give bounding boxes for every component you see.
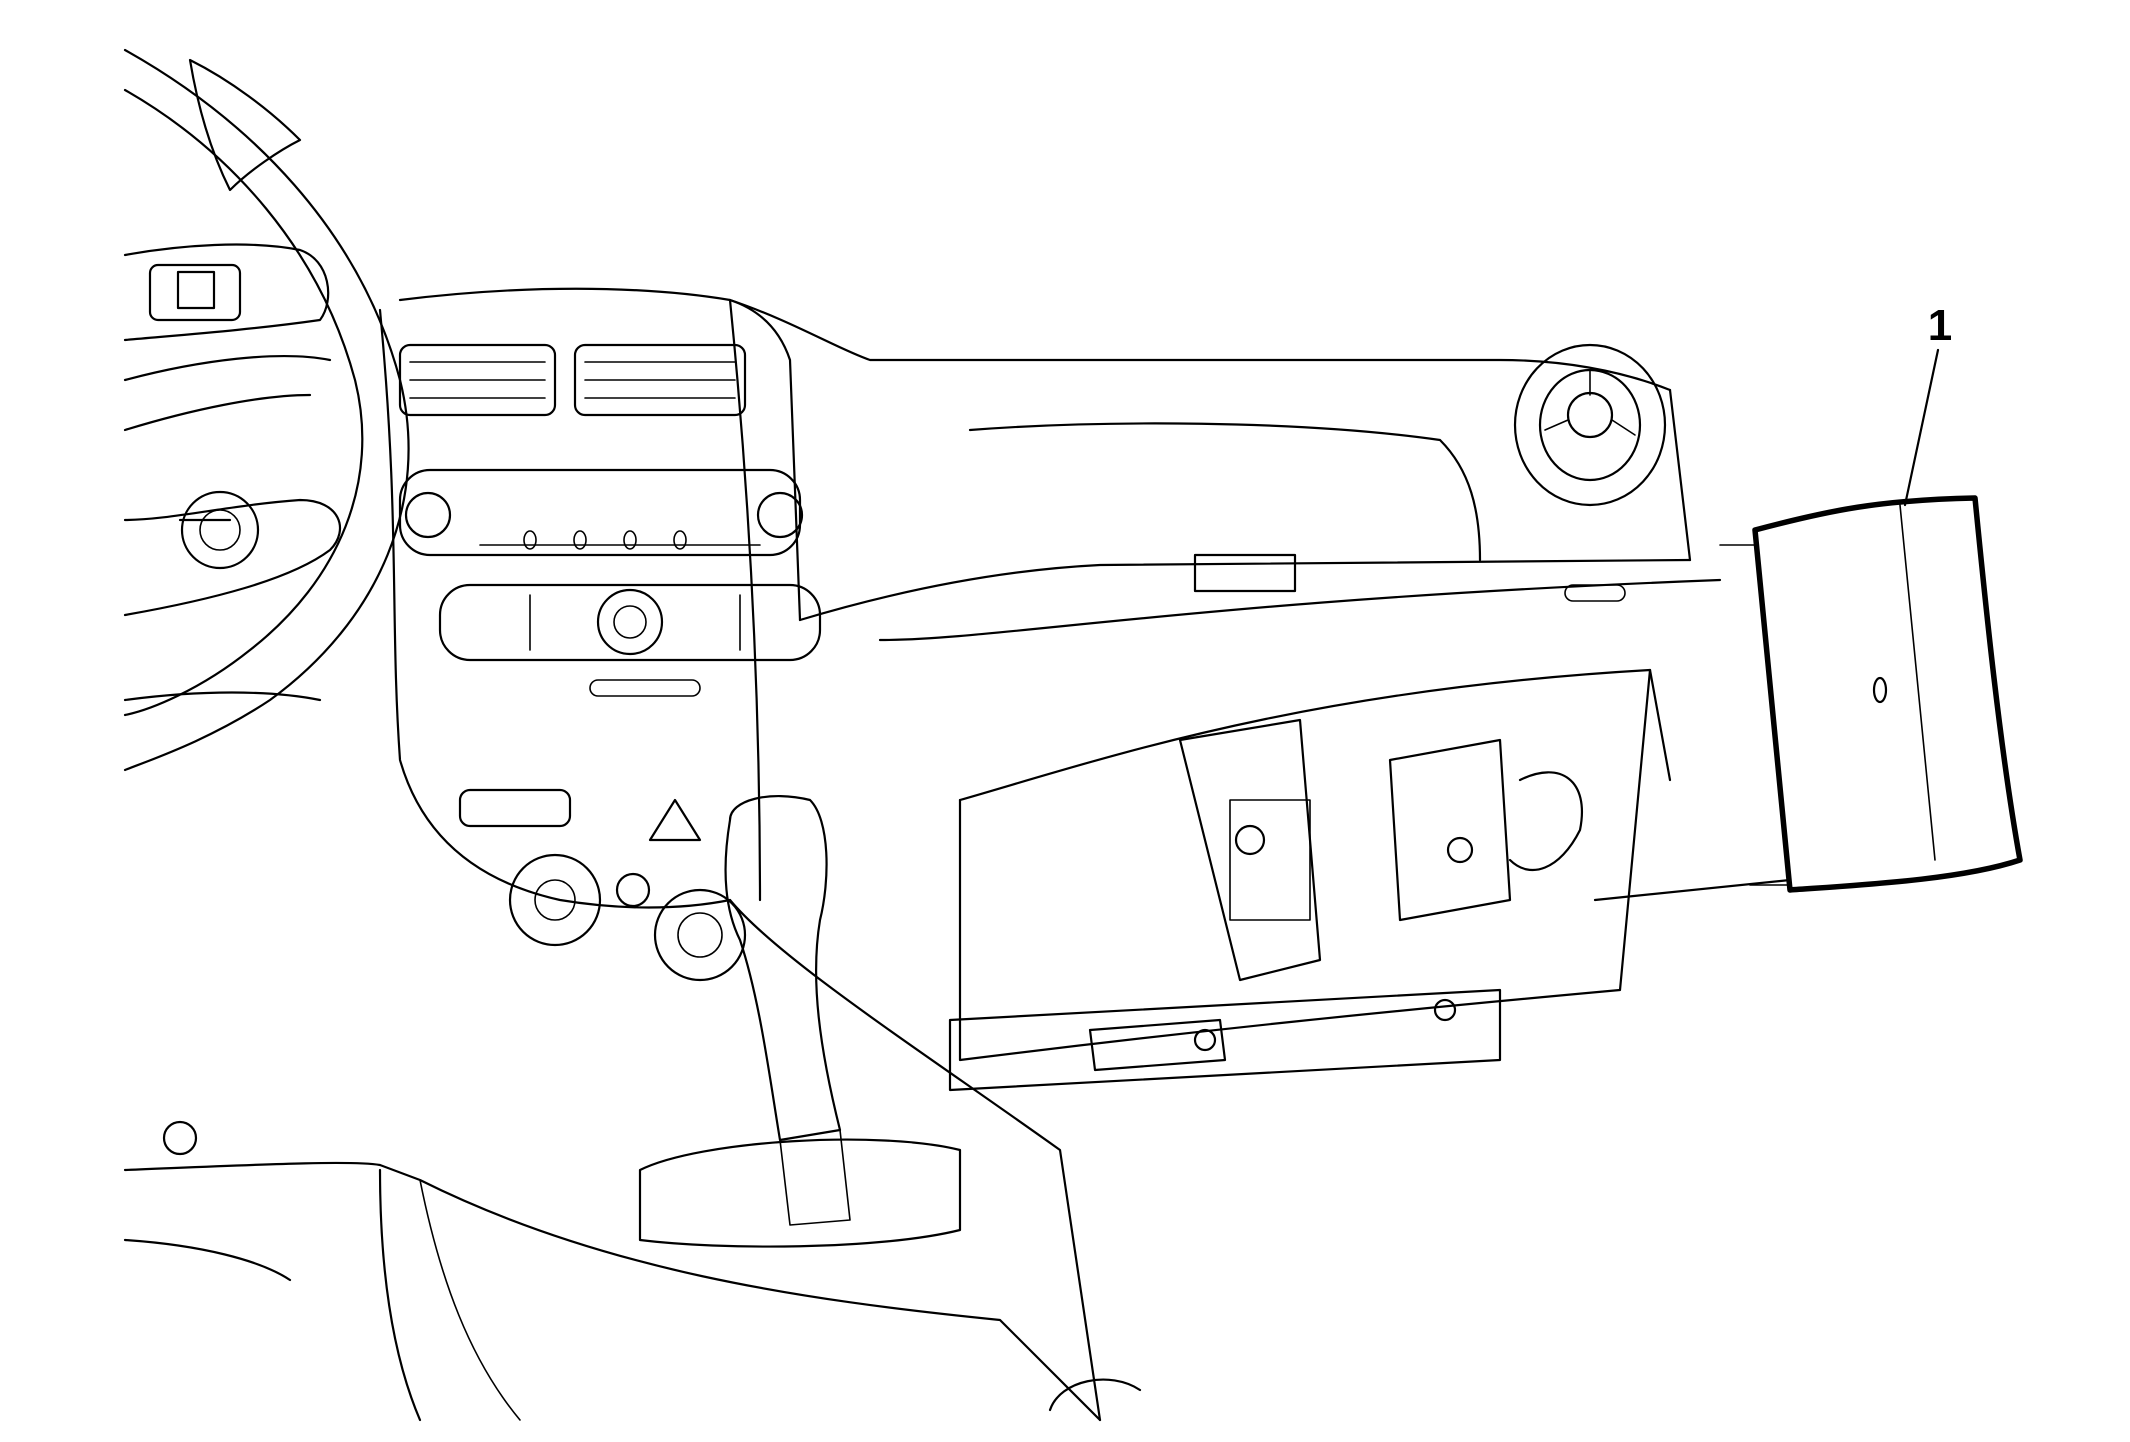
callout-1: 1	[1903, 301, 1952, 507]
gear-shifter	[638, 794, 962, 1248]
center-stack	[378, 298, 822, 909]
radio-unit	[398, 468, 804, 557]
passenger-dash-panel	[878, 422, 1722, 642]
callout-1-leader	[1903, 348, 1940, 507]
glove-box-latch-hole	[1872, 676, 1888, 704]
hvac-control-panel	[438, 583, 822, 662]
glove-box-door	[1593, 495, 2023, 902]
air-vent-passenger	[1513, 343, 1667, 507]
glove-box-opening	[958, 668, 1672, 1062]
air-vent-center	[573, 343, 747, 417]
cluster-hood	[123, 243, 332, 702]
support-bar	[948, 988, 1502, 1092]
switch-panel	[458, 788, 747, 982]
callout-1-label: 1	[1928, 301, 1952, 350]
center-console	[123, 898, 1142, 1422]
steering-wheel	[123, 48, 410, 772]
air-vent-left	[398, 343, 557, 417]
dashboard-top	[398, 287, 1692, 622]
